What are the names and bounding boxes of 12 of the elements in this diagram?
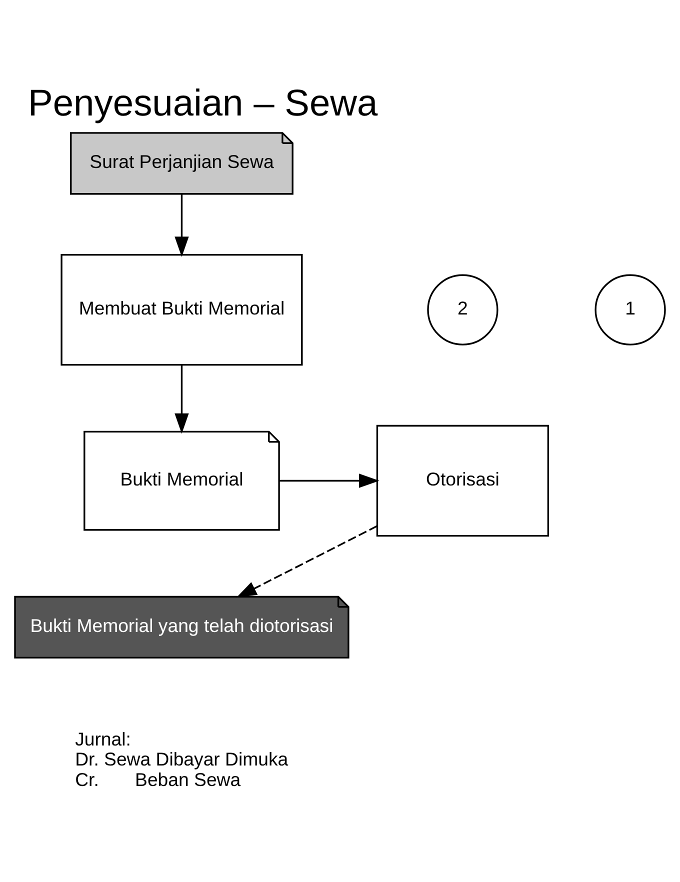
arrow: [279, 474, 380, 488]
node-circle: 1: [594, 274, 666, 346]
label: Cr. Beban Sewa: [75, 768, 241, 790]
label: Dr. Sewa Dibayar Dimuka: [75, 748, 288, 770]
diagram-title: Penyesuaian – Sewa: [28, 81, 378, 124]
node-circle: 2: [427, 274, 498, 346]
arrow: [174, 365, 189, 434]
arrow: [236, 525, 378, 598]
arrow: [174, 194, 189, 257]
node-box: Membuat Bukti Memorial: [60, 254, 303, 366]
label: Jurnal:: [75, 728, 131, 750]
node-box: Otorisasi: [376, 424, 550, 537]
